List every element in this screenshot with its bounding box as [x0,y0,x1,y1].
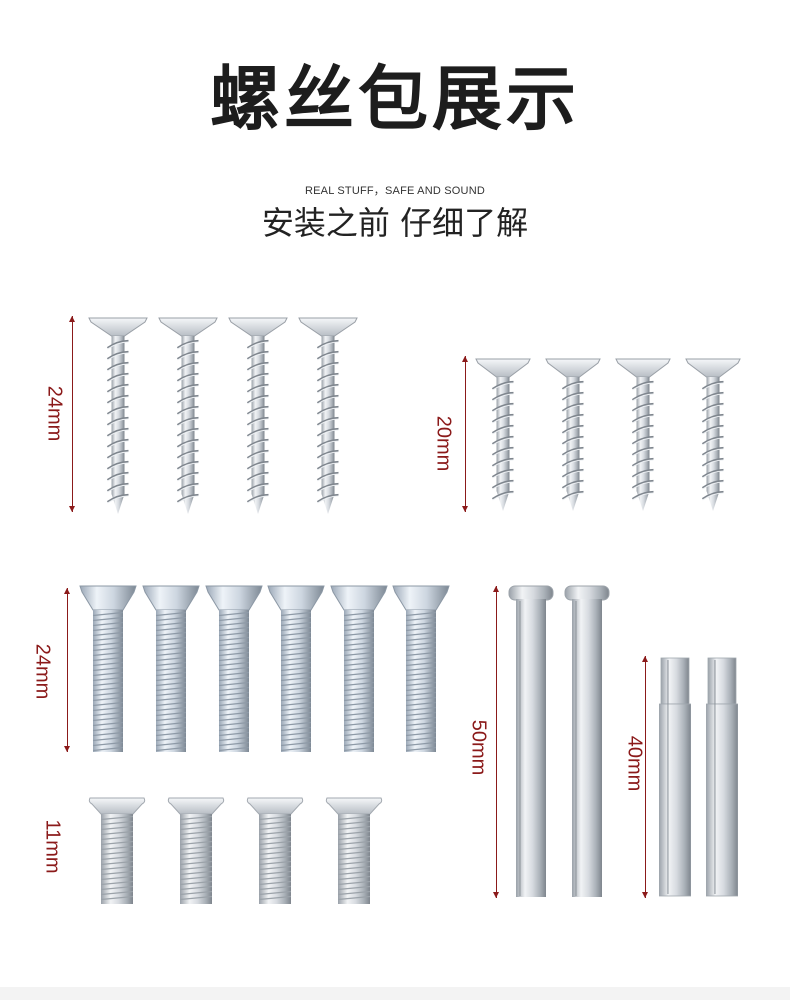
machine-screws-24-item [267,584,325,754]
tube-icon [705,657,739,897]
machine-screws-11-item [87,796,147,906]
label-20mm: 20mm [432,415,455,472]
sleeve-rods-50-item [564,585,610,899]
bottom-strip [0,987,790,1000]
measure-24mm-top [67,316,79,512]
short-screw-icon [246,797,304,904]
wood-screw-icon [475,358,531,511]
machine-screws-11-item [324,796,384,906]
measure-24mm-machine [62,588,74,752]
machine-screws-24-item [392,584,450,754]
measure-40mm [640,656,652,898]
wood-screw-icon [298,317,358,514]
wood-screw-icon [228,317,288,514]
measure-50mm [491,586,503,898]
rod-capped-icon [508,585,554,897]
label-11mm: 11mm [41,819,64,874]
machine-screws-24-item [79,584,137,754]
tapping-screws-20-item [614,357,672,513]
tapping-screws-24-item [157,316,219,516]
label-40mm: 40mm [623,735,646,792]
machine-screw-icon [205,585,263,752]
machine-screw-icon [79,585,137,752]
measure-20mm [460,356,472,512]
machine-screw-icon [142,585,200,752]
machine-screws-11-item [245,796,305,906]
tapping-screws-24-item [227,316,289,516]
machine-screws-11-item [166,796,226,906]
wood-screw-icon [545,358,601,511]
short-screw-icon [325,797,383,904]
wood-screw-icon [88,317,148,514]
wood-screw-icon [615,358,671,511]
tapping-screws-20-item [684,357,742,513]
machine-screws-24-item [142,584,200,754]
page-subtitle: 安装之前 仔细了解 [261,204,529,242]
tube-icon [658,657,692,897]
label-24mm-machine: 24mm [31,643,54,700]
machine-screw-icon [330,585,388,752]
machine-screws-24-item [330,584,388,754]
rod-capped-icon [564,585,610,897]
machine-screw-icon [267,585,325,752]
english-tagline: REAL STUFF，SAFE AND SOUND [304,185,485,197]
short-screw-icon [88,797,146,904]
short-screw-icon [167,797,225,904]
wood-screw-icon [158,317,218,514]
tapping-screws-24-item [297,316,359,516]
sleeve-rods-50-item [508,585,554,899]
machine-screw-icon [392,585,450,752]
tapping-screws-20-item [544,357,602,513]
label-50mm: 50mm [467,719,490,776]
sleeve-tubes-40-item [705,656,739,898]
sleeve-tubes-40-item [658,656,692,898]
tapping-screws-20-item [474,357,532,513]
machine-screws-24-item [205,584,263,754]
wood-screw-icon [685,358,741,511]
label-24mm-top: 24mm [43,385,66,442]
tapping-screws-24-item [87,316,149,516]
page-title: 螺丝包展示 [210,58,580,140]
